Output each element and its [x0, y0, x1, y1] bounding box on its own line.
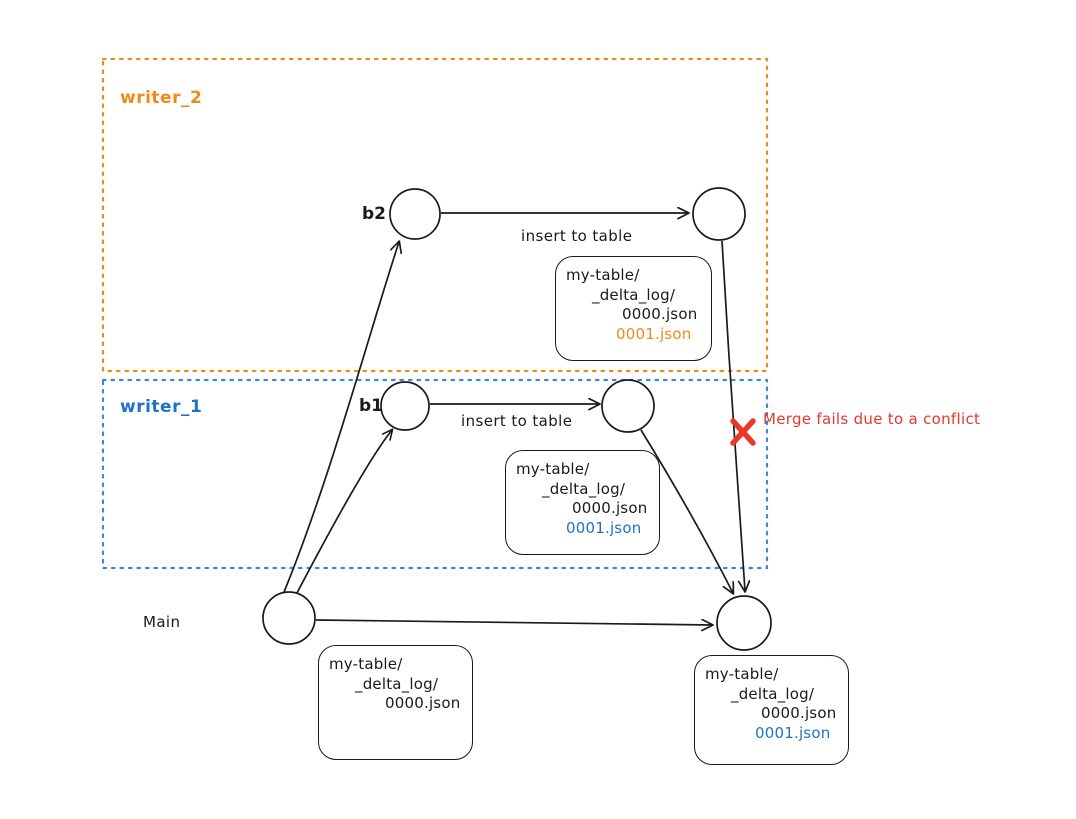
lane-label-writer-1: writer_1: [120, 397, 203, 417]
file-line-highlight: 0001.json: [755, 723, 831, 742]
edge-b2-merge-attempt: [721, 240, 745, 591]
file-line: 0000.json: [572, 499, 648, 517]
file-box-main-base: my-table/ _delta_log/ 0000.json: [318, 645, 473, 760]
edge-label-insert-writer-2: insert to table: [521, 227, 633, 245]
node-label-b1: b1: [359, 396, 383, 416]
file-line: my-table/: [329, 655, 403, 673]
file-line: my-table/: [516, 460, 590, 478]
edge-main-to-b2: [283, 242, 399, 593]
node-label-main: Main: [143, 613, 181, 631]
node-main-head[interactable]: [716, 595, 772, 651]
node-main-base[interactable]: [262, 591, 316, 645]
file-box-writer2-commit: my-table/ _delta_log/ 0000.json 0001.jso…: [555, 256, 712, 361]
file-line-highlight: 0001.json: [616, 324, 692, 343]
file-line: _delta_log/: [542, 479, 626, 498]
file-line: _delta_log/: [592, 285, 676, 304]
conflict-message: Merge fails due to a conflict: [763, 410, 981, 428]
node-label-b2: b2: [362, 204, 386, 224]
edge-main-trunk: [315, 620, 712, 625]
x-mark-icon: [730, 418, 756, 446]
edge-b1-merge: [640, 429, 733, 593]
file-line: _delta_log/: [355, 674, 439, 693]
file-line: my-table/: [566, 266, 640, 284]
edge-label-insert-writer-1: insert to table: [461, 412, 573, 430]
node-b1-commit[interactable]: [601, 379, 655, 433]
file-line-highlight: 0001.json: [566, 518, 642, 537]
file-line: 0000.json: [622, 305, 698, 323]
edge-main-to-b1: [296, 428, 394, 594]
node-b1-start[interactable]: [380, 381, 430, 431]
file-line: 0000.json: [761, 704, 837, 722]
lane-writer-1-boundary: [101, 378, 769, 570]
file-box-writer1-commit: my-table/ _delta_log/ 0000.json 0001.jso…: [505, 450, 660, 555]
file-line: _delta_log/: [731, 684, 815, 703]
file-line: my-table/: [705, 665, 779, 683]
lane-label-writer-2: writer_2: [120, 88, 203, 108]
file-box-main-merged: my-table/ _delta_log/ 0000.json 0001.jso…: [694, 655, 849, 765]
node-b2-commit[interactable]: [692, 187, 746, 241]
node-b2-start[interactable]: [389, 188, 441, 240]
file-line: 0000.json: [385, 694, 461, 712]
lane-writer-2-boundary: [101, 57, 769, 373]
